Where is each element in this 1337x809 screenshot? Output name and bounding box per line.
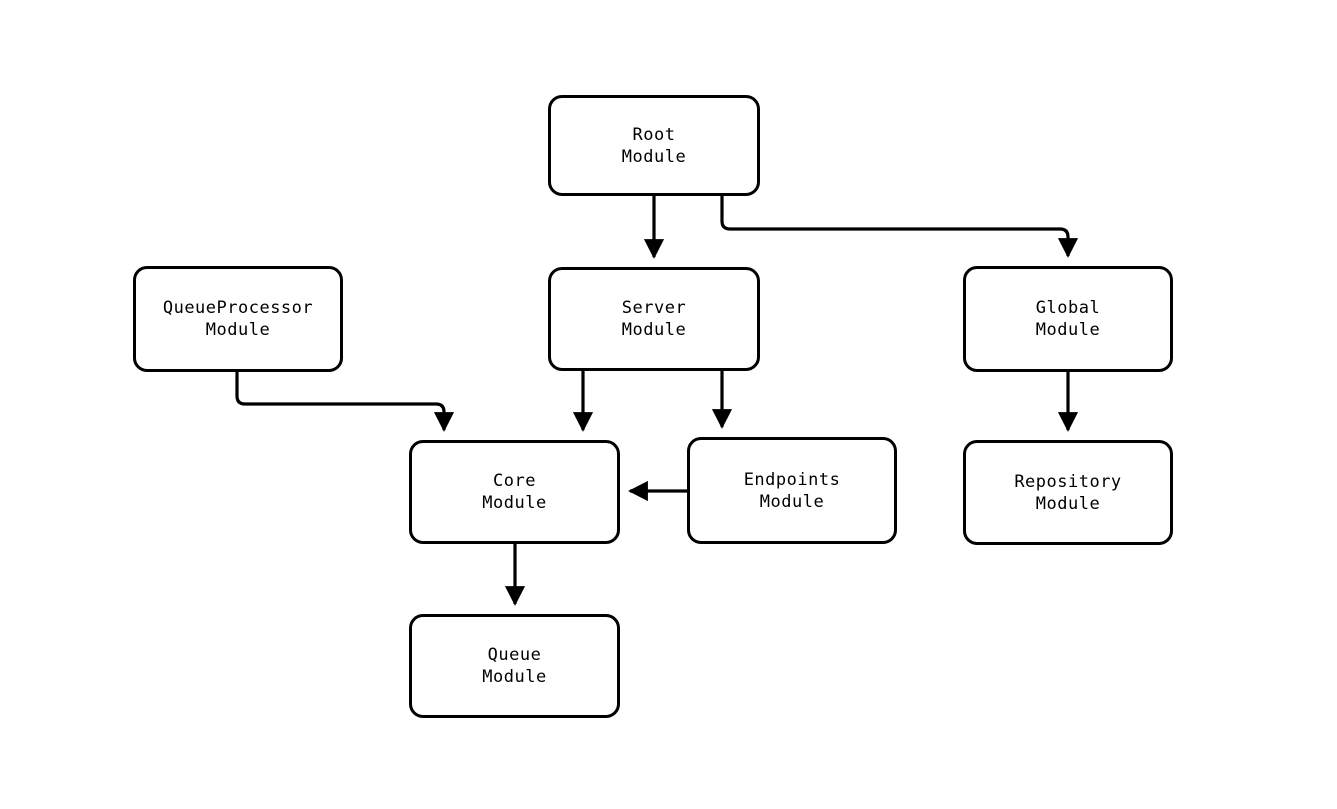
edge-queueprocessor-core bbox=[235, 372, 455, 432]
node-queueprocessor-module-name: QueueProcessor bbox=[162, 298, 314, 318]
node-queueprocessor-module[interactable]: QueueProcessor Module bbox=[133, 266, 343, 372]
node-repository-module-suffix: Module bbox=[1035, 493, 1101, 514]
node-root-module-suffix: Module bbox=[621, 146, 687, 167]
node-core-module[interactable]: Core Module bbox=[409, 440, 620, 544]
node-server-module-name: Server bbox=[621, 298, 687, 318]
node-endpoints-module[interactable]: Endpoints Module bbox=[687, 437, 897, 544]
node-queue-module-name: Queue bbox=[487, 645, 542, 665]
node-repository-module-name: Repository bbox=[1014, 471, 1122, 492]
node-root-module-name: Root bbox=[632, 124, 676, 145]
node-endpoints-module-name: Endpoints bbox=[743, 469, 841, 490]
node-global-module-suffix: Module bbox=[1035, 320, 1101, 340]
node-queue-module[interactable]: Queue Module bbox=[409, 614, 620, 718]
node-repository-module[interactable]: Repository Module bbox=[963, 440, 1173, 545]
node-core-module-name: Core bbox=[493, 471, 536, 491]
node-root-module[interactable]: Root Module bbox=[548, 95, 760, 196]
node-queueprocessor-module-suffix: Module bbox=[205, 320, 271, 340]
node-core-module-suffix: Module bbox=[482, 493, 547, 513]
node-endpoints-module-suffix: Module bbox=[759, 491, 825, 512]
node-server-module[interactable]: Server Module bbox=[548, 267, 760, 371]
node-global-module-name: Global bbox=[1035, 298, 1101, 318]
node-global-module[interactable]: Global Module bbox=[963, 266, 1173, 372]
node-server-module-suffix: Module bbox=[621, 320, 687, 340]
node-queue-module-suffix: Module bbox=[482, 667, 547, 687]
edge-root-global bbox=[720, 196, 1079, 258]
